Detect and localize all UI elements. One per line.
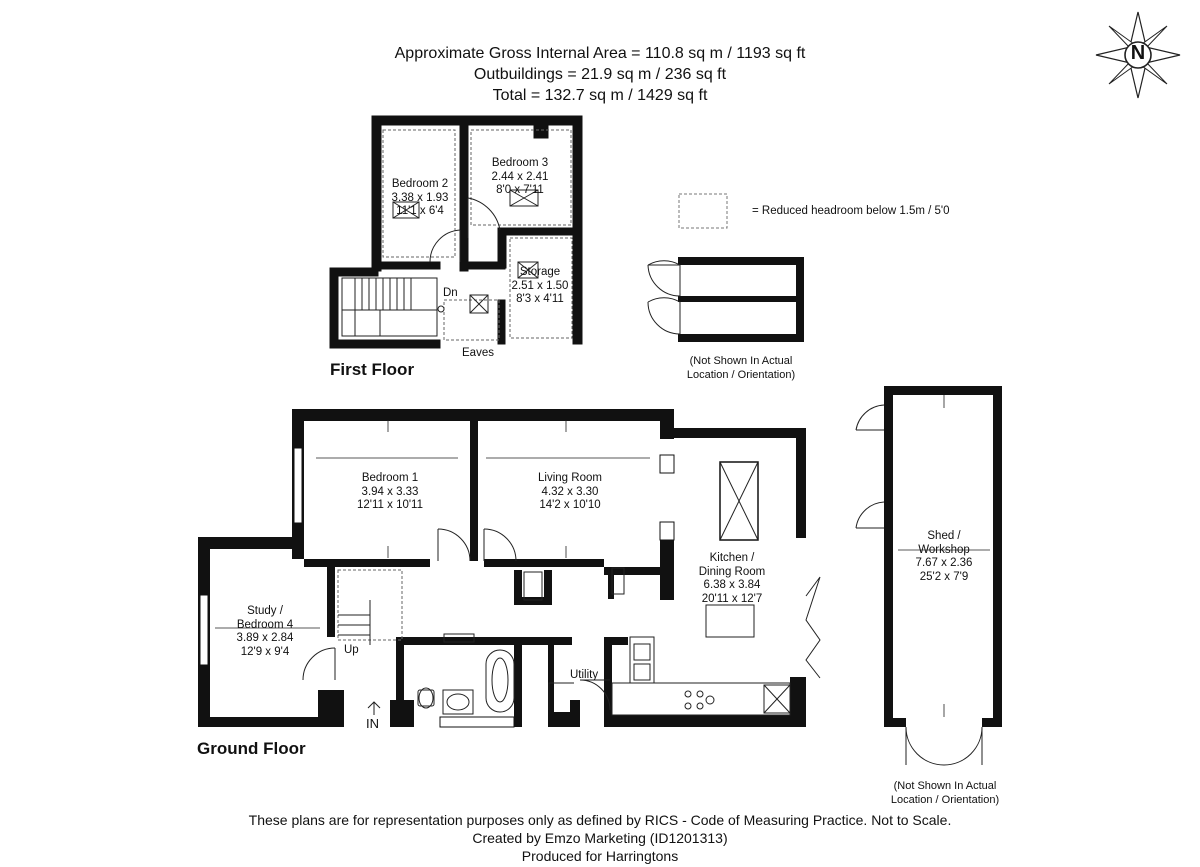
room-name: Kitchen / [709, 552, 755, 564]
stairs-down-label: Dn [443, 287, 458, 299]
room-metric: 4.32 x 3.30 [541, 485, 599, 498]
note-line-1: (Not Shown In Actual [893, 780, 997, 792]
room-metric: 2.44 x 2.41 [491, 170, 549, 183]
room-imperial: 25'2 x 7'9 [919, 570, 969, 583]
gross-area-text: Approximate Gross Internal Area = 110.8 … [394, 45, 806, 62]
produced-for-text: Produced for Harringtons [521, 848, 679, 864]
note-line-2: Location / Orientation) [890, 794, 1000, 806]
compass-icon [1095, 11, 1181, 99]
ground-floor-plan [198, 386, 1002, 728]
room-name: Bedroom 1 [361, 472, 419, 484]
shed-location-note: (Not Shown In Actual Location / Orientat… [870, 779, 1020, 807]
room-metric: 3.38 x 1.93 [391, 191, 449, 204]
room-name: Storage [519, 266, 561, 278]
outbuilding-location-note: (Not Shown In Actual Location / Orientat… [666, 354, 816, 382]
reduced-headroom-legend: = Reduced headroom below 1.5m / 5'0 [752, 205, 950, 217]
first-floor-title: First Floor [330, 360, 415, 379]
room-imperial: 11'1 x 6'4 [396, 205, 444, 217]
room-name-2: Bedroom 4 [236, 618, 294, 631]
disclaimer-text: These plans are for representation purpo… [248, 812, 952, 828]
room-imperial: 8'3 x 4'11 [516, 293, 564, 305]
created-by-text: Created by Emzo Marketing (ID1201313) [472, 830, 728, 846]
store-outbuilding [647, 257, 804, 342]
room-storage: Storage 2.51 x 1.50 8'3 x 4'11 [502, 266, 578, 307]
room-imperial: 8'0 x 7'11 [496, 184, 544, 196]
room-name: Bedroom 2 [391, 178, 449, 190]
stairs-up-label: Up [344, 644, 359, 656]
room-bedroom-1: Bedroom 1 3.94 x 3.33 12'11 x 10'11 [335, 472, 445, 513]
first-floor-plan [329, 115, 583, 349]
compass-north-letter: N [1130, 42, 1146, 64]
total-area-text: Total = 132.7 sq m / 1429 sq ft [492, 87, 708, 104]
room-name-2: Workshop [918, 543, 970, 556]
room-metric: 3.89 x 2.84 [236, 632, 294, 644]
room-imperial: 14'2 x 10'10 [539, 499, 601, 511]
room-kitchen-dining: Kitchen / Dining Room 6.38 x 3.84 20'11 … [682, 552, 782, 606]
ground-floor-title: Ground Floor [197, 739, 306, 758]
room-metric: 7.67 x 2.36 [915, 557, 973, 569]
room-name: Study / [247, 605, 283, 617]
room-living-room: Living Room 4.32 x 3.30 14'2 x 10'10 [515, 472, 625, 513]
outbuildings-area-text: Outbuildings = 21.9 sq m / 236 sq ft [473, 66, 727, 83]
entrance-label: IN [366, 716, 379, 731]
room-metric: 2.51 x 1.50 [511, 279, 569, 292]
utility-label: Utility [570, 669, 599, 681]
room-imperial: 12'9 x 9'4 [240, 645, 290, 658]
room-bedroom-3: Bedroom 3 2.44 x 2.41 8'0 x 7'11 [478, 157, 562, 198]
eaves-label: Eaves [462, 347, 494, 359]
note-line-2: Location / Orientation) [686, 369, 796, 381]
room-metric: 3.94 x 3.33 [361, 485, 419, 498]
room-metric: 6.38 x 3.84 [703, 579, 761, 591]
reduced-headroom-legend-box [678, 193, 728, 229]
room-name: Shed / [927, 530, 961, 542]
note-line-1: (Not Shown In Actual [689, 355, 793, 367]
room-imperial: 12'11 x 10'11 [357, 499, 423, 511]
room-name: Bedroom 3 [491, 157, 549, 169]
room-bedroom-2: Bedroom 2 3.38 x 1.93 11'1 x 6'4 [380, 178, 460, 219]
room-shed-workshop: Shed / Workshop 7.67 x 2.36 25'2 x 7'9 [896, 530, 992, 584]
room-name: Living Room [538, 472, 602, 484]
room-study-bedroom-4: Study / Bedroom 4 3.89 x 2.84 12'9 x 9'4 [222, 605, 308, 659]
room-imperial: 20'11 x 12'7 [701, 592, 763, 605]
room-name-2: Dining Room [698, 565, 766, 578]
